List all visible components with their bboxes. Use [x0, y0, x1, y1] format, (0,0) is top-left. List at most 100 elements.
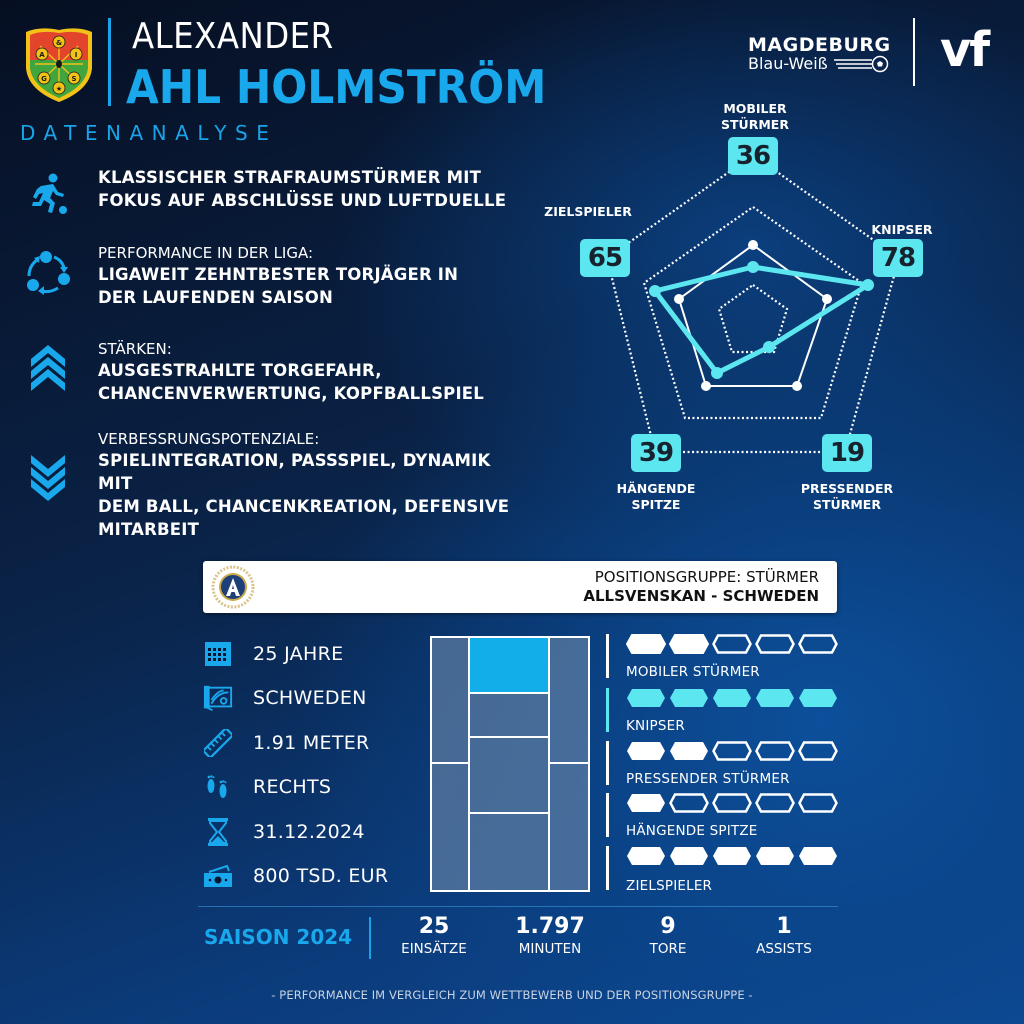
role-name: HÄNGENDE SPITZE	[626, 823, 758, 839]
fact-foot-text: RECHTS	[253, 776, 332, 798]
rating-hex-filled	[670, 689, 708, 707]
rating-hex-empty	[755, 634, 795, 654]
rating-hex-empty	[712, 634, 752, 654]
rating-hex-filled	[713, 689, 751, 707]
rating-hex-filled	[627, 794, 665, 812]
sponsor-name-bottom: Blau-Weiß	[748, 54, 828, 73]
football-speed-icon	[833, 55, 888, 72]
radar-player-points	[649, 261, 874, 379]
role-zielspieler: ZIELSPIELER	[606, 846, 846, 894]
league-logo	[211, 565, 255, 609]
pitch-zone-right-back	[548, 762, 590, 892]
radar-axis-label-knipser: KNIPSER	[871, 222, 933, 237]
radar-axis-label-zielspieler: ZIELSPIELER	[544, 204, 632, 219]
pitch-zone-attacking-midfield	[468, 692, 550, 738]
pitch-zone-center-forward	[468, 636, 550, 694]
radar-average-polygon	[677, 243, 829, 387]
fact-height: 1.91 METER	[203, 728, 370, 758]
radar-player-polygon	[652, 264, 871, 376]
pitch-zone-central-midfield	[468, 736, 550, 814]
footprints-icon	[207, 775, 227, 798]
stat-value: 25	[418, 914, 450, 939]
rating-hexagons	[626, 688, 838, 708]
hourglass-icon	[208, 818, 228, 846]
svg-text:G: G	[41, 75, 47, 83]
fact-contract: 31.12.2024	[203, 817, 365, 847]
page-subtitle: DATENANALYSE	[20, 121, 278, 145]
role-pressender-stuermer: PRESSENDER STÜRMER	[606, 741, 846, 789]
fact-age-text: 25 JAHRE	[253, 643, 344, 665]
info-weaknesses-line-2: DEM BALL, CHANCENKREATION, DEFENSIVE	[98, 497, 510, 516]
role-name: KNIPSER	[626, 718, 685, 734]
fact-market-value-text: 800 TSD. EUR	[253, 865, 389, 887]
stat-value: 1.797	[515, 914, 585, 939]
info-item-strengths: STÄRKEN: AUSGESTRAHLTE TORGEFAHR, CHANCE…	[20, 340, 520, 405]
radar-grid	[605, 153, 901, 454]
stat-value: 1	[776, 914, 792, 939]
radar-score-knipser: 78	[873, 239, 923, 277]
role-indicator-line	[606, 793, 609, 837]
rating-hex-filled	[756, 689, 794, 707]
rating-hex-filled	[627, 847, 665, 865]
stat-minutes: 1.797 MINUTEN	[490, 914, 610, 958]
rating-hex-filled	[799, 847, 837, 865]
role-mobiler-stuermer: MOBILER STÜRMER	[606, 634, 846, 682]
info-strengths-line-1: AUSGESTRAHLTE TORGEFAHR,	[98, 361, 382, 380]
position-pitch	[430, 636, 590, 892]
rating-hex-empty	[712, 793, 752, 813]
title-divider	[108, 18, 111, 106]
svg-text:★: ★	[56, 85, 62, 93]
running-player-icon	[32, 173, 67, 214]
rating-hex-filled	[626, 634, 666, 654]
stat-label: EINSÄTZE	[401, 941, 467, 957]
player-first-name: ALEXANDER	[132, 16, 334, 57]
fact-market-value: 800 TSD. EUR	[203, 861, 388, 891]
rating-hex-filled	[669, 634, 709, 654]
rating-hex-filled	[713, 847, 751, 865]
info-performance-line-2: DER LAUFENDEN SAISON	[98, 288, 333, 307]
map-icon	[203, 685, 233, 712]
season-top-divider	[198, 906, 838, 907]
role-haengende-spitze: HÄNGENDE SPITZE	[606, 793, 846, 841]
fact-height-text: 1.91 METER	[253, 732, 370, 754]
stat-label: TORE	[649, 941, 687, 957]
role-indicator-line-active	[606, 688, 609, 732]
stat-label: MINUTEN	[518, 941, 582, 957]
fact-foot: RECHTS	[203, 772, 331, 802]
rating-hex-empty	[798, 634, 838, 654]
sponsor-divider	[913, 18, 915, 86]
radar-average-points	[674, 240, 832, 391]
player-last-name: AHL HOLMSTRÖM	[126, 60, 547, 114]
rating-hex-empty	[755, 793, 795, 813]
svg-text:S: S	[71, 75, 76, 83]
pitch-zone-right-wing-attack	[548, 636, 590, 764]
role-indicator-line	[606, 741, 609, 785]
info-strengths-line-2: CHANCENVERWERTUNG, KOPFBALLSPIEL	[98, 384, 484, 403]
rating-hex-empty	[798, 741, 838, 761]
role-name: ZIELSPIELER	[626, 878, 713, 894]
svg-text:A: A	[39, 51, 45, 59]
rating-hexagons	[626, 793, 838, 813]
stat-label: ASSISTS	[756, 941, 812, 957]
radar-score-mobiler-stuermer: 36	[728, 137, 778, 175]
info-item-weaknesses: VERBESSRUNGSPOTENZIALE: SPIELINTEGRATION…	[20, 430, 520, 541]
money-icon	[204, 864, 232, 887]
rating-hex-empty	[798, 793, 838, 813]
competition-name: ALLSVENSKAN - SCHWEDEN	[583, 587, 819, 605]
sponsor-logo: MAGDEBURG Blau-Weiß	[748, 34, 891, 73]
rating-hex-empty	[669, 793, 709, 813]
info-weaknesses-line-3: MITARBEIT	[98, 520, 200, 539]
svg-text:I: I	[75, 51, 78, 59]
fact-nationality: SCHWEDEN	[203, 683, 367, 713]
fact-contract-text: 31.12.2024	[253, 821, 365, 843]
stat-appearances: 25 EINSÄTZE	[374, 914, 494, 958]
info-weaknesses-label: VERBESSRUNGSPOTENZIALE:	[98, 430, 320, 448]
position-group: POSITIONSGRUPPE: STÜRMER	[594, 568, 819, 586]
pitch-zone-left-wing-attack	[430, 636, 470, 764]
role-name: PRESSENDER STÜRMER	[626, 771, 790, 787]
info-item-performance: PERFORMANCE IN DER LIGA: LIGAWEIT ZEHNTB…	[20, 244, 520, 309]
rating-hex-filled	[799, 689, 837, 707]
rating-hex-filled	[627, 689, 665, 707]
rating-hex-filled	[756, 847, 794, 865]
